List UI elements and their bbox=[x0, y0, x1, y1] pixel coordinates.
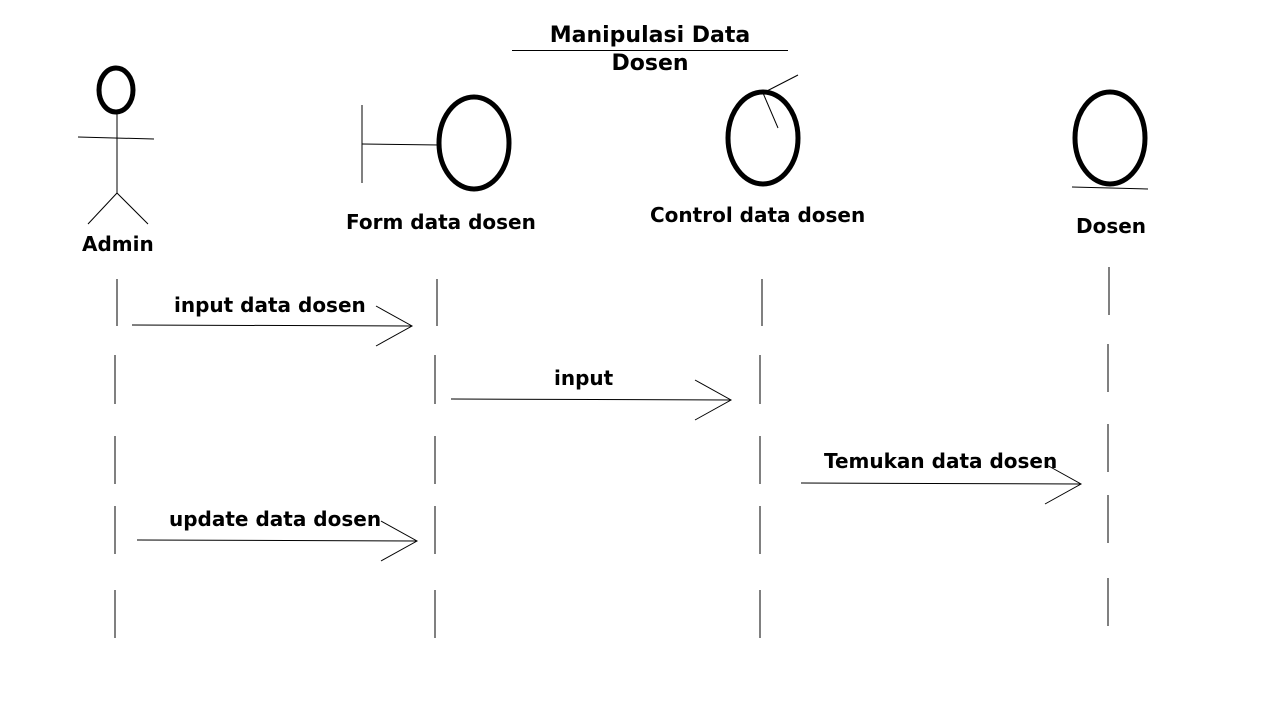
lifeline-form bbox=[434, 279, 438, 638]
message-label: input bbox=[554, 366, 614, 390]
participant-label-admin: Admin bbox=[82, 232, 154, 256]
message-label: input data dosen bbox=[174, 293, 366, 317]
control-icon bbox=[725, 74, 801, 187]
participant-label-control: Control data dosen bbox=[650, 203, 866, 227]
message-arrow-temukan-data-dosen bbox=[800, 463, 1083, 505]
message-arrow-input bbox=[450, 379, 733, 421]
actor-admin-icon bbox=[77, 65, 155, 225]
lifeline-dosen bbox=[1107, 267, 1110, 626]
message-arrow-input-data-dosen bbox=[131, 305, 414, 347]
diagram-title: Manipulasi Data Dosen bbox=[512, 22, 788, 76]
boundary-form-icon bbox=[361, 94, 512, 192]
lifeline-admin bbox=[114, 279, 118, 638]
entity-dosen-icon bbox=[1071, 89, 1149, 190]
message-label: update data dosen bbox=[169, 507, 382, 531]
participant-label-form: Form data dosen bbox=[346, 210, 536, 234]
message-arrow-update-data-dosen bbox=[136, 520, 419, 562]
lifeline-control bbox=[759, 279, 763, 638]
message-label: Temukan data dosen bbox=[824, 449, 1058, 473]
participant-label-dosen: Dosen bbox=[1076, 214, 1147, 238]
